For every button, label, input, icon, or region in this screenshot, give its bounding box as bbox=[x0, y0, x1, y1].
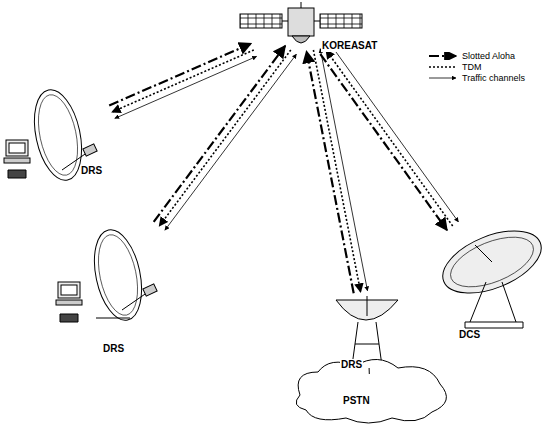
illustration-part bbox=[96, 318, 130, 319]
station-label: DRS bbox=[80, 165, 103, 177]
illustration-part bbox=[32, 91, 84, 179]
legend-sample bbox=[428, 52, 458, 60]
station-node: KOREASAT bbox=[235, 2, 382, 50]
illustration-part bbox=[4, 158, 30, 163]
illustration-part bbox=[367, 296, 368, 316]
illustration-part bbox=[292, 36, 310, 43]
legend-sample bbox=[428, 63, 458, 71]
illustration-part bbox=[9, 143, 25, 153]
legend-text: Traffic channels bbox=[462, 73, 525, 83]
link-line bbox=[159, 50, 290, 226]
legend-sample bbox=[428, 74, 458, 82]
legend-line bbox=[429, 77, 456, 78]
legend-text: TDM bbox=[462, 62, 482, 72]
legend-line bbox=[429, 54, 456, 56]
station-label: PSTN bbox=[342, 395, 371, 407]
link-line bbox=[165, 54, 297, 230]
illustration-part bbox=[58, 282, 80, 298]
illustration-part bbox=[288, 8, 314, 36]
station-node: PSTN bbox=[300, 374, 440, 420]
legend-line bbox=[429, 66, 456, 68]
link-line bbox=[115, 56, 257, 118]
link-line bbox=[369, 368, 370, 374]
illustration-part bbox=[60, 314, 78, 322]
illustration-part bbox=[61, 285, 77, 295]
illustration-part bbox=[92, 231, 144, 319]
illustration-part bbox=[122, 292, 148, 310]
satellite-drawing bbox=[240, 2, 362, 43]
station-label: DRS bbox=[340, 359, 363, 371]
legend-row: Traffic channels bbox=[428, 72, 548, 83]
link-line bbox=[109, 44, 251, 106]
station-node: DRS bbox=[50, 226, 170, 358]
legend: Slotted AlohaTDMTraffic channels bbox=[428, 50, 548, 83]
illustration-part bbox=[444, 227, 541, 297]
legend-row: TDM bbox=[428, 61, 548, 72]
station-node: DRS bbox=[2, 86, 112, 186]
illustration-part bbox=[282, 21, 288, 22]
illustration-part bbox=[314, 21, 320, 22]
illustration-part bbox=[320, 14, 362, 28]
link-line bbox=[320, 54, 447, 230]
link-line bbox=[332, 46, 459, 222]
station-node: DRS bbox=[332, 292, 404, 368]
dish-station bbox=[56, 225, 157, 324]
link-line bbox=[307, 51, 354, 293]
link-line bbox=[326, 50, 453, 226]
illustration-part bbox=[143, 284, 157, 296]
illustration-part bbox=[87, 225, 149, 324]
illustration-part bbox=[465, 282, 523, 328]
legend-text: Slotted Aloha bbox=[462, 51, 515, 61]
network-cloud bbox=[296, 359, 446, 423]
station-label: DCS bbox=[458, 329, 481, 341]
link-line bbox=[313, 50, 360, 292]
legend-row: Slotted Aloha bbox=[428, 50, 548, 61]
illustration-part bbox=[475, 245, 492, 262]
illustration-part bbox=[301, 2, 302, 8]
link-line bbox=[112, 50, 254, 112]
dish-antenna bbox=[336, 296, 398, 366]
illustration-part bbox=[83, 144, 97, 156]
illustration-part bbox=[240, 14, 282, 28]
illustration-part bbox=[434, 218, 550, 305]
station-label: DRS bbox=[102, 343, 125, 355]
dish-antenna bbox=[434, 218, 550, 328]
station-label: KOREASAT bbox=[321, 40, 378, 52]
illustration-part bbox=[8, 170, 26, 178]
illustration-part bbox=[6, 140, 28, 156]
link-line bbox=[154, 46, 286, 222]
illustration-part bbox=[56, 300, 82, 305]
station-node: DCS bbox=[438, 226, 548, 338]
